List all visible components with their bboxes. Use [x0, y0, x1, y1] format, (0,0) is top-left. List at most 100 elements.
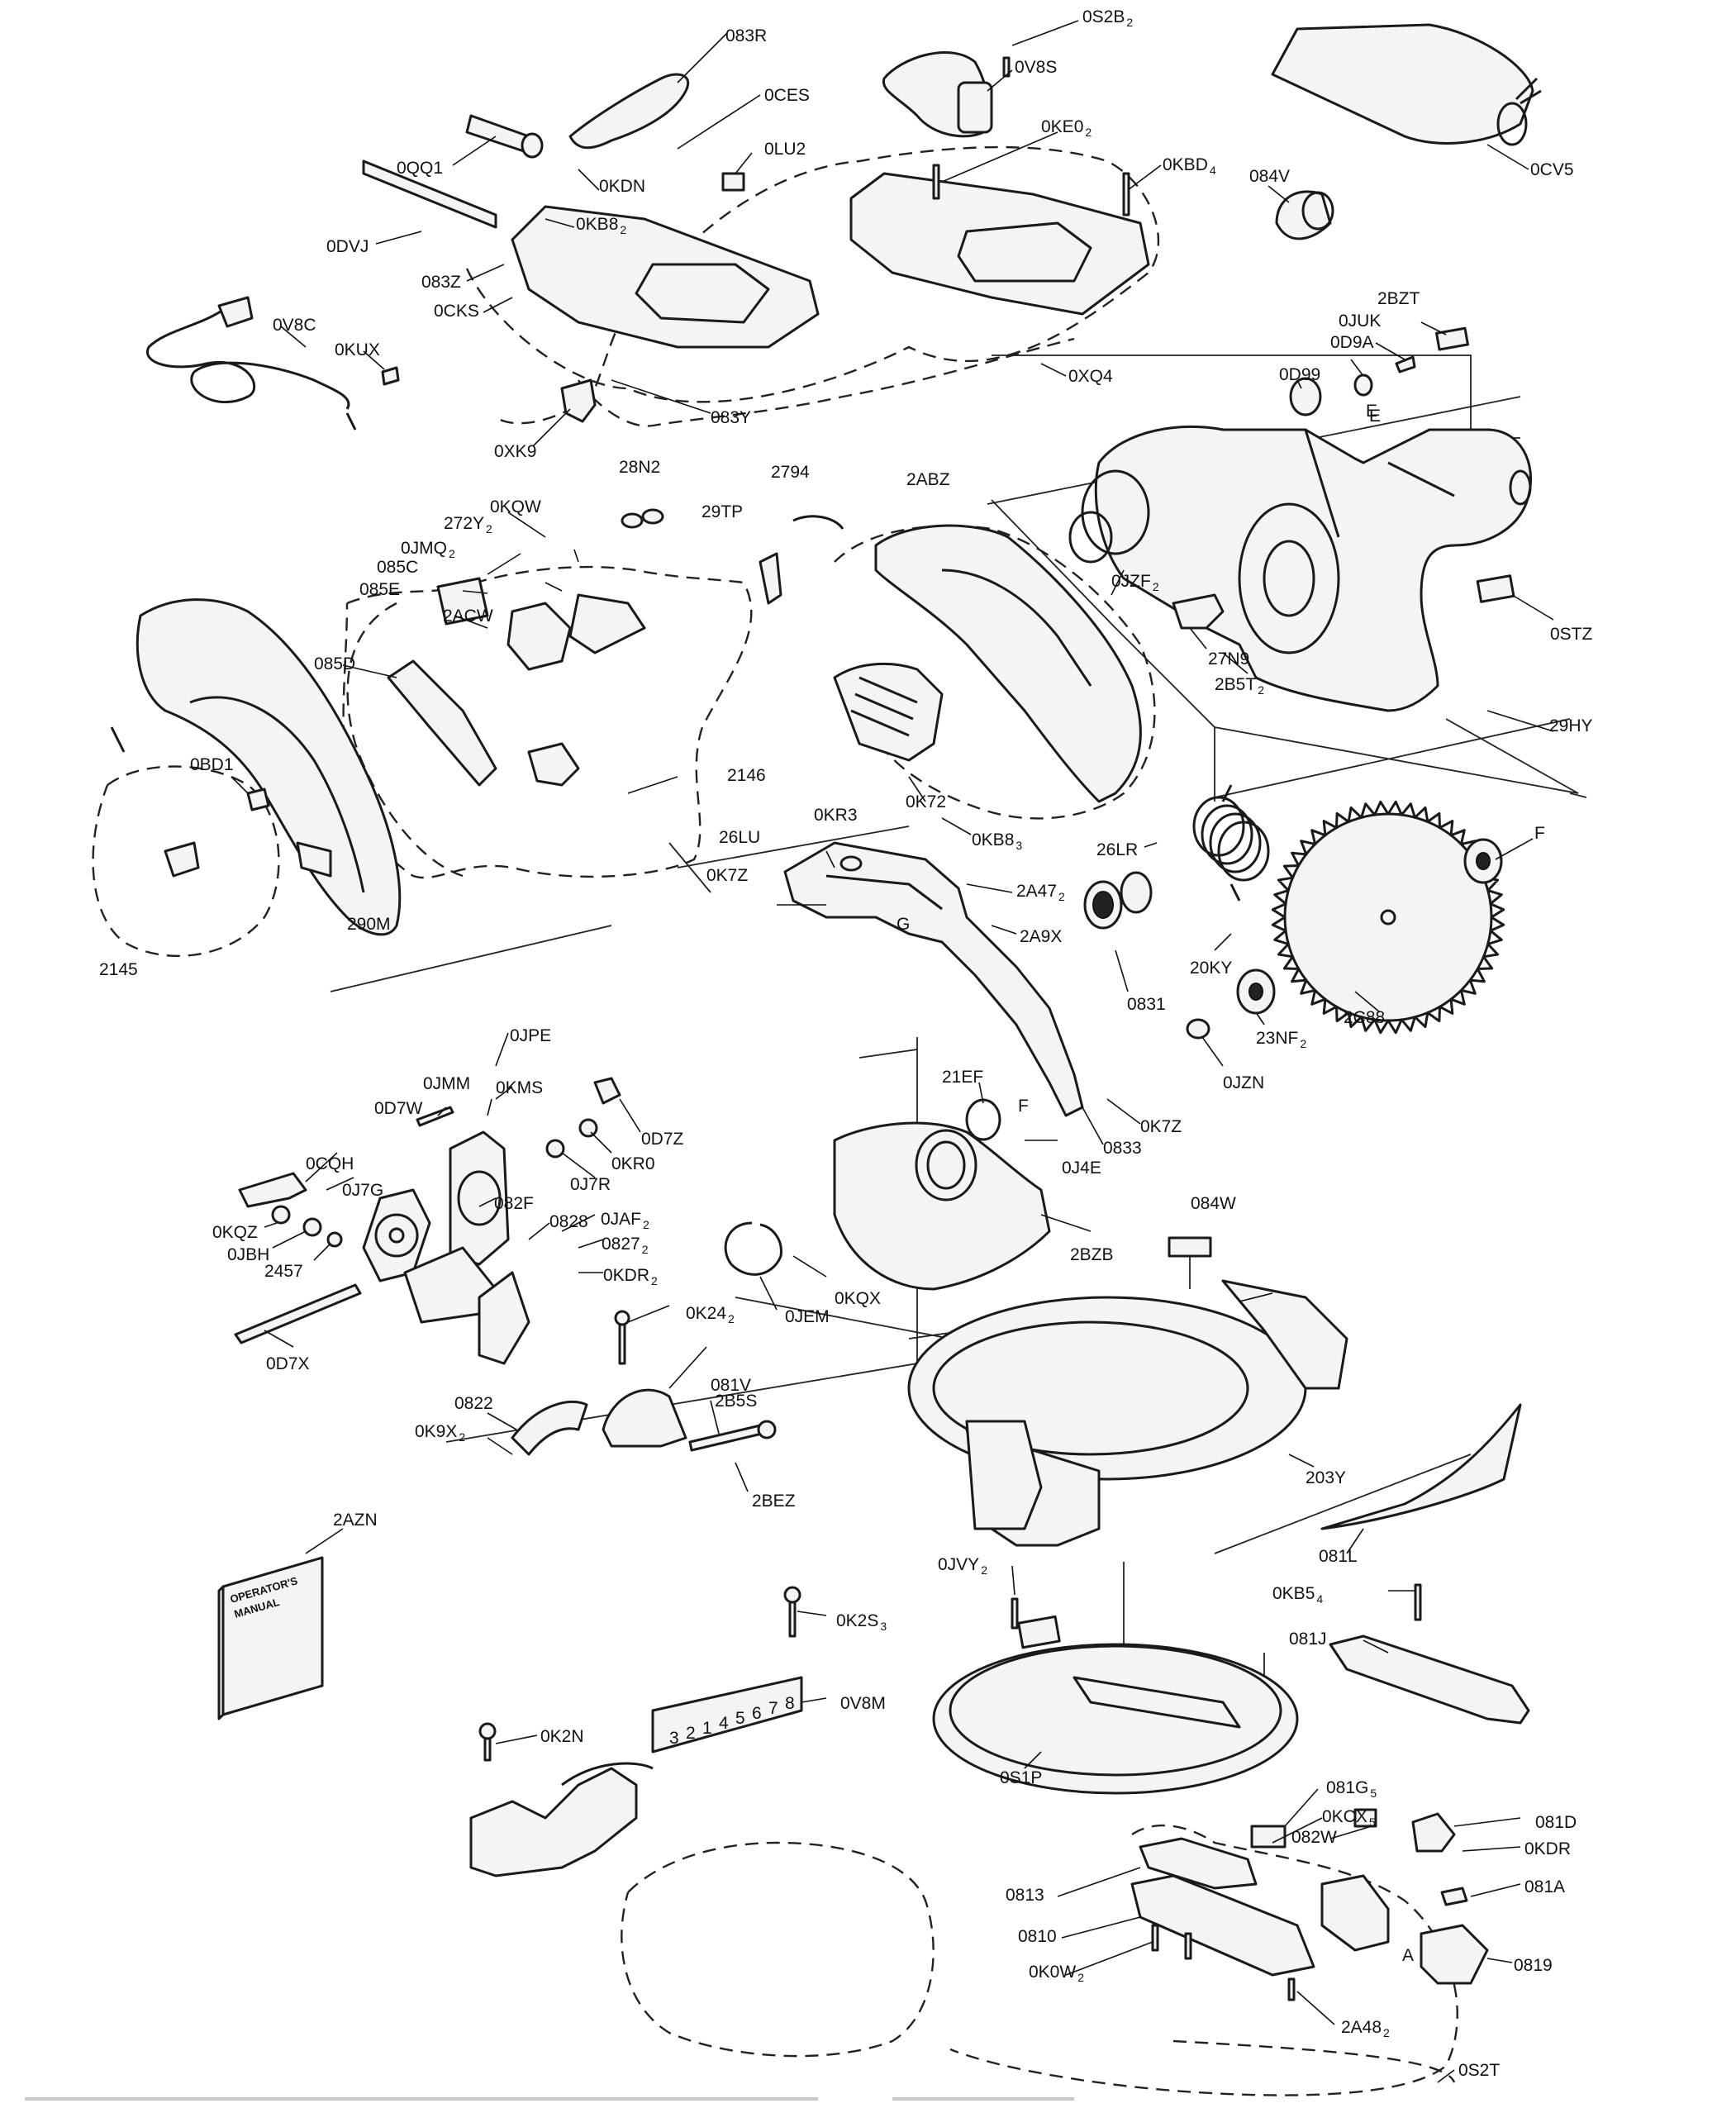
switch-0LU2: [721, 172, 745, 192]
washer-0J7R: [545, 1139, 565, 1159]
part-label-081j: 081J: [1289, 1630, 1327, 1649]
pointer-081L: [1320, 1403, 1522, 1530]
part-label-0813: 0813: [1006, 1886, 1044, 1905]
part-label-0d9a: 0D9A: [1330, 333, 1374, 352]
part-label-081v: 081V: [711, 1376, 751, 1395]
part-label-2bzb: 2BZB: [1070, 1245, 1114, 1264]
part-label-0j4e: 0J4E: [1062, 1159, 1101, 1178]
bracket-0810: [1130, 1874, 1315, 1977]
clamp-081A: [1320, 1874, 1390, 1952]
part-label-0kms: 0KMS: [496, 1078, 543, 1097]
part-label-0kqx: 0KQX: [835, 1289, 881, 1308]
part-label-2bzt: 2BZT: [1377, 289, 1420, 308]
part-label-081l: 081L: [1319, 1547, 1358, 1566]
screw-0JUK: [1395, 355, 1416, 374]
fence-0V8M: [469, 1676, 803, 1877]
guard-tab: [296, 841, 332, 878]
fence-scale-digit: 2: [686, 1724, 696, 1743]
part-2457: [326, 1231, 343, 1248]
washer-0KQZ: [271, 1205, 291, 1225]
scale-0822: [511, 1400, 588, 1456]
fence-scale-digit: 7: [768, 1699, 778, 1718]
part-label-0cv5: 0CV5: [1530, 160, 1574, 179]
saw-blade-2C88: [1271, 800, 1505, 1035]
part-label-2azn: 2AZN: [333, 1511, 378, 1530]
washer-0JBH: [302, 1217, 322, 1237]
block-081G5: [1250, 1825, 1287, 1849]
part-0KUX: [381, 366, 400, 386]
part-label-e_b: E: [1369, 407, 1381, 426]
grip-end: [521, 132, 544, 159]
fence-scale-digit: 4: [719, 1714, 729, 1733]
clip-0XK9: [560, 378, 597, 423]
washer-0D9A: [1353, 374, 1373, 397]
part-label-0jbh: 0JBH: [227, 1245, 269, 1264]
ring-21EF: [965, 1098, 1001, 1141]
part-label-085d: 085D: [314, 654, 355, 673]
switch-2ACW-b: [527, 742, 580, 787]
part-label-0kqw: 0KQW: [490, 497, 541, 516]
nut-0KR0: [578, 1118, 598, 1138]
part-label-0831: 0831: [1127, 995, 1166, 1014]
knob-0D7Z: [593, 1077, 621, 1105]
part-label-0dvj: 0DVJ: [326, 237, 369, 256]
part-label-21ef: 21EF: [942, 1068, 983, 1087]
part-0BD1: [246, 788, 270, 811]
part-label-0kux: 0KUX: [335, 340, 380, 359]
part-label-20ky: 20KY: [1190, 959, 1232, 978]
part-label-0k7z_b: 0K7Z: [1140, 1117, 1182, 1136]
power-cord-0V8C: [145, 308, 350, 410]
part-label-2c88: 2C88: [1344, 1008, 1385, 1027]
part-label-0lu2: 0LU2: [764, 140, 806, 159]
bolt-2B5S: [688, 1424, 763, 1452]
fence-scale-digit: 5: [735, 1709, 745, 1728]
bolt-0JZN: [1186, 1018, 1210, 1040]
part-label-0kr3: 0KR3: [814, 806, 858, 825]
part-label-29tp: 29TP: [702, 502, 743, 521]
part-label-0cks: 0CKS: [434, 302, 479, 321]
part-label-26lr: 26LR: [1096, 840, 1138, 859]
guard-2BZB: [833, 1121, 1051, 1291]
screws: [478, 56, 1422, 2001]
part-label-085e: 085E: [359, 580, 400, 599]
fence-scale-digit: 1: [702, 1719, 712, 1738]
part-label-0810: 0810: [1018, 1927, 1057, 1946]
turntable-203Y: [907, 1279, 1348, 1547]
label-084W: [1168, 1236, 1212, 1258]
part-label-0jzn: 0JZN: [1223, 1073, 1264, 1092]
handle-base-083Z: [511, 205, 820, 349]
part-label-a: A: [1402, 1946, 1414, 1965]
dust-bag-0CV5: [1271, 23, 1534, 145]
leader-lines: [231, 20, 1554, 2083]
part-label-2145: 2145: [99, 960, 138, 979]
part-2794: [792, 515, 844, 530]
part-label-0s1p: 0S1P: [1000, 1768, 1042, 1787]
part-label-2457: 2457: [264, 1262, 303, 1281]
plug-0V8C: [217, 296, 254, 328]
scan-edge-right: [892, 2097, 1074, 2101]
pin-0D7W: [416, 1106, 454, 1127]
bracket-081D: [1411, 1812, 1456, 1853]
part-label-083y: 083Y: [711, 408, 751, 427]
part-label-0k2n: 0K2N: [540, 1727, 584, 1746]
part-label-0juk: 0JUK: [1339, 312, 1381, 331]
part-label-0k72: 0K72: [906, 792, 946, 811]
lower-guard-outline: [346, 602, 464, 878]
part-label-083z: 083Z: [421, 273, 461, 292]
part-29TP: [759, 552, 782, 605]
ring-0JEM: [724, 1221, 782, 1276]
brush-28N2: [621, 512, 644, 529]
part-label-0xq4: 0XQ4: [1068, 367, 1113, 386]
part-2145: [164, 841, 200, 878]
